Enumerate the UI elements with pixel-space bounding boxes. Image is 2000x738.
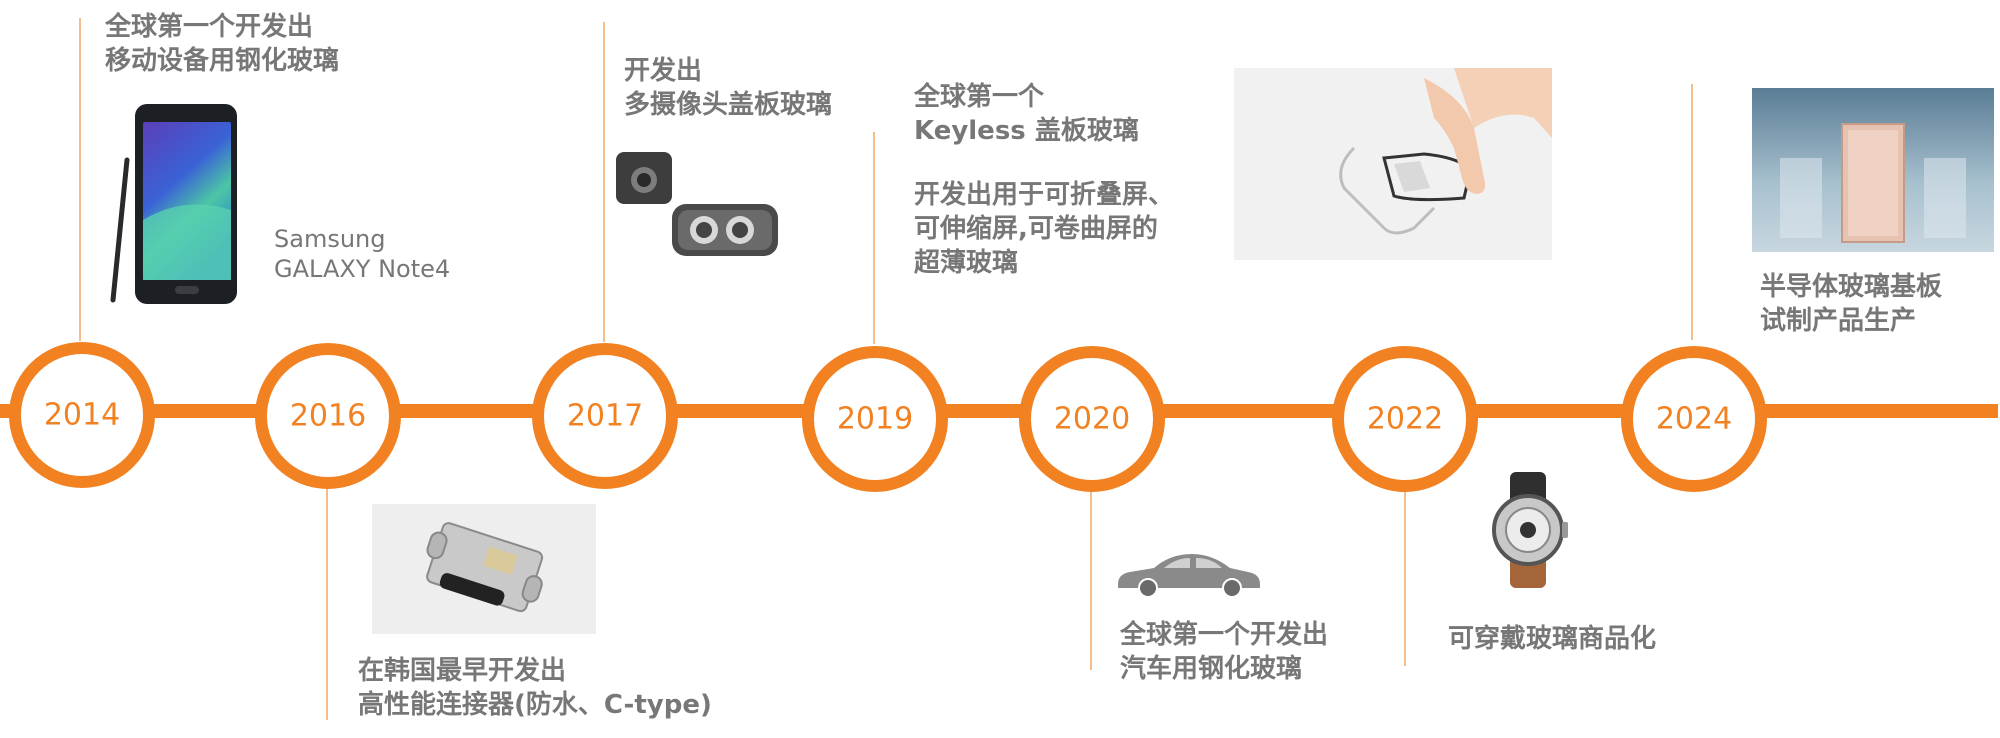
smartwatch-image xyxy=(1492,472,1568,588)
glass-substrate-image xyxy=(1752,88,1994,252)
image-label-2014: Samsung GALAXY Note4 xyxy=(274,224,450,284)
connector-2020 xyxy=(1090,480,1092,670)
caption-line: 汽车用钢化玻璃 xyxy=(1120,654,1303,684)
caption-line: 移动设备用钢化玻璃 xyxy=(105,46,340,76)
caption-2019: 全球第一个 Keyless 盖板玻璃 xyxy=(914,80,1139,148)
connector-2016 xyxy=(326,480,328,720)
image-label-line: Samsung xyxy=(274,225,386,253)
year-label: 2019 xyxy=(836,401,914,437)
caption-2019-extra: 开发出用于可折叠屏、 可伸缩屏,可卷曲屏的 超薄玻璃 xyxy=(914,178,1174,280)
caption-line: 全球第一个开发出 xyxy=(1120,620,1329,650)
year-label: 2020 xyxy=(1053,401,1131,437)
year-label: 2014 xyxy=(43,397,121,433)
connector-2017 xyxy=(603,22,605,342)
car-icon xyxy=(1118,554,1260,598)
year-label: 2024 xyxy=(1655,401,1733,437)
connector-2024 xyxy=(1691,84,1693,340)
connector-2014 xyxy=(79,18,81,341)
caption-line: 开发出 xyxy=(624,56,703,86)
year-label: 2022 xyxy=(1366,401,1444,437)
connector-2022 xyxy=(1404,480,1406,666)
year-node-2022: 2022 xyxy=(1332,346,1478,492)
camera-cover-glass-image xyxy=(616,152,778,256)
timeline-line xyxy=(0,404,1998,418)
flexible-glass-hand-image xyxy=(1234,68,1552,260)
caption-2017: 开发出 多摄像头盖板玻璃 xyxy=(624,54,832,122)
year-node-2016: 2016 xyxy=(255,343,401,489)
caption-2014: 全球第一个开发出 移动设备用钢化玻璃 xyxy=(105,10,339,78)
caption-2016: 在韩国最早开发出 高性能连接器(防水、C-type) xyxy=(358,654,712,722)
caption-line: 半导体玻璃基板 xyxy=(1760,272,1943,302)
year-label: 2016 xyxy=(289,398,367,434)
caption-line: 可伸缩屏,可卷曲屏的 xyxy=(914,214,1158,244)
year-node-2019: 2019 xyxy=(802,346,948,492)
caption-line: 试制产品生产 xyxy=(1760,306,1917,336)
caption-2020: 全球第一个开发出 汽车用钢化玻璃 xyxy=(1120,618,1328,686)
year-node-2014: 2014 xyxy=(9,342,155,488)
caption-line: 全球第一个开发出 xyxy=(105,12,314,42)
caption-line: 高性能连接器(防水、C-type) xyxy=(358,690,712,720)
year-node-2020: 2020 xyxy=(1019,346,1165,492)
caption-2024: 半导体玻璃基板 试制产品生产 xyxy=(1760,270,1942,338)
year-node-2017: 2017 xyxy=(532,343,678,489)
caption-line: 全球第一个 xyxy=(914,82,1045,112)
usb-c-connector-image xyxy=(372,504,596,634)
caption-line: 在韩国最早开发出 xyxy=(358,656,567,686)
caption-line: 可穿戴玻璃商品化 xyxy=(1448,624,1657,654)
caption-line: 开发出用于可折叠屏、 xyxy=(914,180,1175,210)
caption-line: 多摄像头盖板玻璃 xyxy=(624,90,833,120)
year-label: 2017 xyxy=(566,398,644,434)
connector-2019 xyxy=(873,132,875,344)
caption-line: 超薄玻璃 xyxy=(914,248,1019,278)
image-label-line: GALAXY Note4 xyxy=(274,255,451,283)
caption-line: Keyless 盖板玻璃 xyxy=(914,116,1139,146)
year-node-2024: 2024 xyxy=(1621,346,1767,492)
galaxy-note4-phone-image xyxy=(110,104,237,304)
caption-2022: 可穿戴玻璃商品化 xyxy=(1448,622,1656,656)
